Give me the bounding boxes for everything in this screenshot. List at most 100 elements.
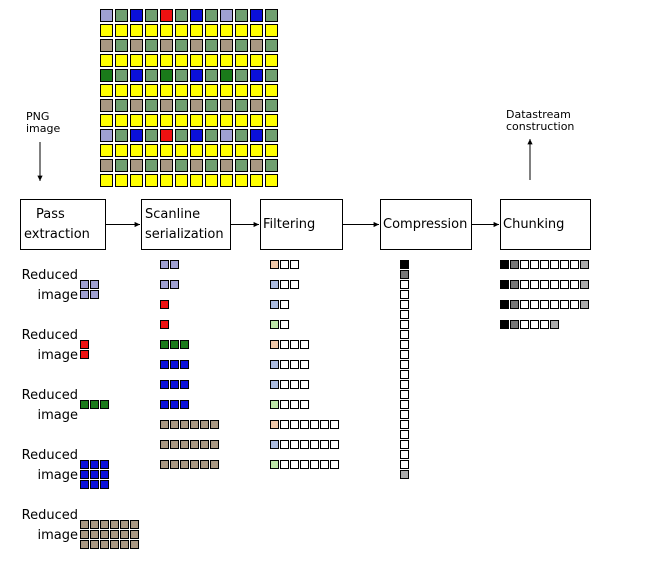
reduced-image-pixel (100, 520, 109, 529)
filtered-byte (280, 440, 289, 449)
filtered-byte (280, 360, 289, 369)
image-pixel (100, 129, 113, 142)
datastream-label-line2: construction (506, 120, 575, 133)
compressed-byte (400, 470, 409, 479)
datastream-construction-label: Datastream construction (506, 109, 574, 133)
image-pixel (250, 39, 263, 52)
scanline-pixel (160, 320, 169, 329)
image-pixel (145, 159, 158, 172)
image-pixel (145, 39, 158, 52)
image-pixel (220, 99, 233, 112)
chunk-byte (550, 280, 559, 289)
filter-type-byte (270, 300, 279, 309)
reduced-image-pixel (90, 480, 99, 489)
filter-type-byte (270, 400, 279, 409)
image-pixel (235, 9, 248, 22)
image-pixel (205, 174, 218, 187)
arrow-to-chunking-head (493, 221, 499, 228)
image-pixel (160, 9, 173, 22)
filtered-byte (310, 440, 319, 449)
image-pixel (175, 9, 188, 22)
reduced-image-pixel (100, 470, 109, 479)
image-pixel (130, 84, 143, 97)
filtered-byte (300, 400, 309, 409)
reduced-image-pixel (90, 460, 99, 469)
scanline-pixel (180, 460, 189, 469)
scanline-pixel (170, 280, 179, 289)
image-pixel (130, 159, 143, 172)
image-pixel (205, 129, 218, 142)
compressed-byte (400, 440, 409, 449)
image-pixel (115, 39, 128, 52)
filtered-byte (290, 340, 299, 349)
compressed-byte (400, 350, 409, 359)
image-pixel (220, 69, 233, 82)
filtered-byte (280, 380, 289, 389)
compressed-byte (400, 340, 409, 349)
image-pixel (265, 39, 278, 52)
compressed-byte (400, 320, 409, 329)
png-label-line2: image (26, 122, 61, 135)
image-pixel (265, 9, 278, 22)
image-pixel (145, 9, 158, 22)
image-pixel (235, 54, 248, 67)
image-pixel (175, 159, 188, 172)
image-pixel (100, 54, 113, 67)
image-pixel (175, 39, 188, 52)
image-pixel (265, 144, 278, 157)
scanline-pixel (180, 440, 189, 449)
image-pixel (190, 174, 203, 187)
reduced-label-line2: image (37, 348, 79, 363)
image-pixel (235, 159, 248, 172)
filtered-byte (290, 380, 299, 389)
image-pixel (130, 129, 143, 142)
image-pixel (250, 9, 263, 22)
image-pixel (250, 99, 263, 112)
filtered-byte (310, 420, 319, 429)
image-pixel (100, 69, 113, 82)
filtered-byte (310, 460, 319, 469)
stage-filtering: Filtering (260, 199, 343, 250)
scanline-pixel (200, 420, 209, 429)
reduced-images (80, 280, 139, 549)
filtered-byte (280, 320, 289, 329)
image-pixel (130, 69, 143, 82)
image-pixel (205, 69, 218, 82)
reduced-image-pixel (130, 530, 139, 539)
scanline-pixel (160, 280, 169, 289)
arrow-to-filtering-head (253, 221, 259, 228)
filtered-byte (320, 460, 329, 469)
image-pixel (100, 144, 113, 157)
filtered-byte (300, 440, 309, 449)
image-pixel (130, 54, 143, 67)
reduced-label-line2: image (37, 288, 79, 303)
chunk-byte (550, 300, 559, 309)
stage-label-line1: Scanline (145, 207, 201, 222)
reduced-label-line1: Reduced (21, 448, 78, 463)
image-pixel (160, 144, 173, 157)
reduced-label-line2: image (37, 528, 79, 543)
scanline-pixel (170, 380, 179, 389)
scanline-pixel (190, 460, 199, 469)
image-pixel (160, 54, 173, 67)
compressed-byte (400, 410, 409, 419)
arrow-to-datastream-head (527, 139, 533, 145)
chunk-byte (510, 320, 519, 329)
reduced-image-pixel (120, 520, 129, 529)
image-pixel (100, 84, 113, 97)
image-pixel (235, 129, 248, 142)
compressed-byte (400, 330, 409, 339)
compressed-byte (400, 310, 409, 319)
image-pixel (220, 24, 233, 37)
filter-type-byte (270, 380, 279, 389)
image-pixel (205, 114, 218, 127)
image-pixel (115, 9, 128, 22)
reduced-image-pixel (80, 540, 89, 549)
reduced-image-pixel (80, 520, 89, 529)
filtered-scanlines (270, 260, 339, 469)
image-pixel (205, 84, 218, 97)
scanline-pixel (160, 340, 169, 349)
filtered-byte (320, 440, 329, 449)
reduced-image-pixel (100, 400, 109, 409)
filtered-byte (300, 460, 309, 469)
